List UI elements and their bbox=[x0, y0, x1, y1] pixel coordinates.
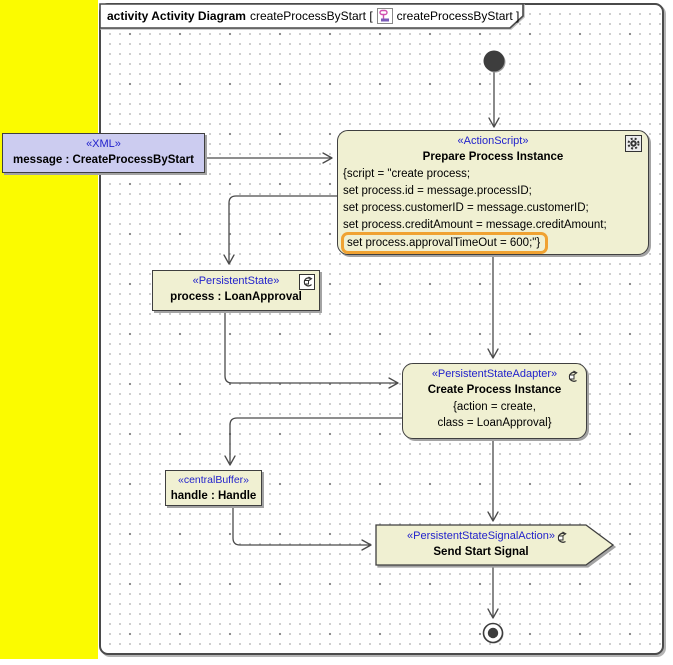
highlighted-script-line: set process.approvalTimeOut = 600;"} bbox=[341, 232, 549, 254]
persistent-state-adapter-icon bbox=[568, 370, 578, 382]
frame-title-keyword: activity Activity Diagram bbox=[107, 8, 246, 23]
handle-buffer-node[interactable]: «centralBuffer» handle : Handle bbox=[165, 470, 262, 506]
frame-title[interactable]: activity Activity Diagram createProcessB… bbox=[107, 7, 519, 24]
process-state-stereotype: «PersistentState» bbox=[192, 275, 280, 287]
prepare-stereotype: «ActionScript» bbox=[457, 135, 529, 147]
xml-message-stereotype: «XML» bbox=[86, 138, 121, 150]
send-signal-stereotype: «PersistentStateSignalAction» bbox=[407, 530, 555, 542]
persistent-state-signal-icon bbox=[557, 531, 567, 543]
persistent-state-icon bbox=[299, 274, 315, 290]
flow-prepare-to-create-instance[interactable] bbox=[487, 254, 499, 359]
send-signal-node[interactable]: «PersistentStateSignalAction» Send Start… bbox=[375, 523, 617, 569]
process-state-node[interactable]: «PersistentState» process : LoanApproval bbox=[152, 270, 320, 311]
xml-message-node[interactable]: «XML» message : CreateProcessByStart bbox=[2, 133, 205, 173]
flow-send-signal-to-final[interactable] bbox=[487, 566, 499, 619]
flow-process-state-to-create-instance[interactable] bbox=[224, 310, 399, 389]
activity-final-node[interactable] bbox=[482, 622, 504, 644]
handle-buffer-stereotype: «centralBuffer» bbox=[177, 474, 250, 486]
flow-initial-to-prepare[interactable] bbox=[488, 71, 500, 128]
process-state-name: process : LoanApproval bbox=[170, 291, 302, 303]
flow-prepare-to-process-state[interactable] bbox=[223, 195, 338, 265]
gear-icon bbox=[625, 135, 642, 152]
script-line: set process.customerID = message.custome… bbox=[343, 202, 589, 214]
frame-title-tab[interactable] bbox=[99, 3, 529, 31]
create-instance-name: Create Process Instance bbox=[427, 384, 562, 396]
flow-handle-to-send-signal[interactable] bbox=[232, 505, 372, 551]
prepare-script: {script = "create process; set process.i… bbox=[338, 166, 648, 254]
flow-message-to-prepare[interactable] bbox=[205, 152, 333, 164]
frame-title-ref: createProcessByStart ] bbox=[396, 8, 520, 23]
script-line: set process.creditAmount = message.credi… bbox=[343, 219, 607, 231]
create-instance-property: class = LoanApproval} bbox=[437, 417, 552, 429]
initial-node[interactable] bbox=[483, 50, 506, 73]
outside-frame-area bbox=[0, 0, 98, 659]
prepare-process-instance-node[interactable]: «ActionScript» Prepare Process Instance … bbox=[337, 130, 649, 255]
flow-create-instance-to-handle[interactable] bbox=[224, 417, 403, 466]
create-process-instance-node[interactable]: «PersistentStateAdapter» Create Process … bbox=[402, 363, 587, 439]
frame-title-name: createProcessByStart [ bbox=[249, 8, 373, 23]
create-instance-property: {action = create, bbox=[453, 401, 536, 413]
send-signal-shape bbox=[375, 524, 615, 566]
prepare-name: Prepare Process Instance bbox=[422, 151, 564, 163]
handle-buffer-name: handle : Handle bbox=[170, 490, 257, 502]
script-line: {script = "create process; bbox=[343, 168, 471, 180]
xml-message-name: message : CreateProcessByStart bbox=[13, 154, 194, 166]
send-signal-name: Send Start Signal bbox=[433, 546, 529, 558]
create-instance-stereotype: «PersistentStateAdapter» bbox=[431, 368, 558, 380]
script-line: set process.id = message.processID; bbox=[343, 185, 532, 197]
activity-diagram-icon bbox=[376, 7, 393, 24]
flow-create-instance-to-send-signal[interactable] bbox=[487, 438, 499, 522]
